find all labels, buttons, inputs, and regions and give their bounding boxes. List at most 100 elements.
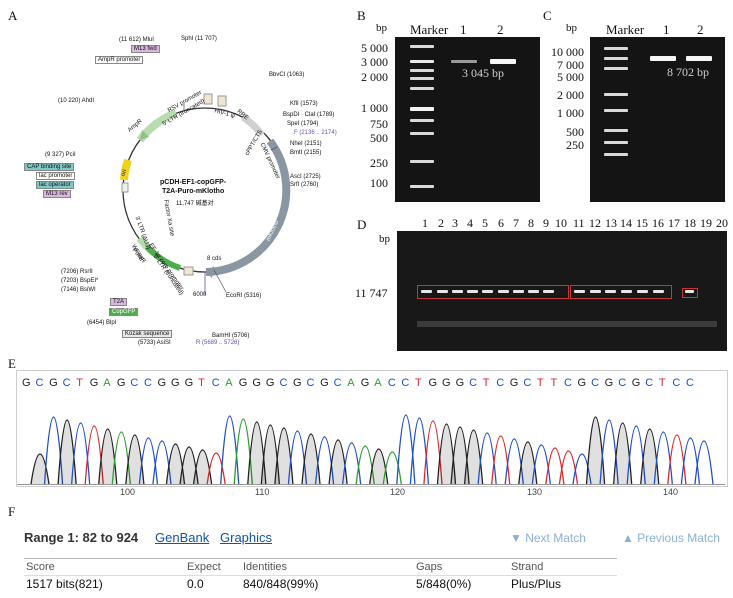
gel-d-size-label: 11 747 [355, 286, 388, 300]
gel-d-lane-number: 16 [652, 216, 664, 230]
tag-lac-promoter: lac promoter [36, 172, 76, 180]
site-rsrii: (7206) RsrII [61, 269, 93, 275]
gel-d-lane-number: 13 [605, 216, 617, 230]
base-call: G [238, 377, 248, 389]
base-call: G [320, 377, 329, 389]
trace-peak [57, 419, 77, 485]
base-call: C [62, 377, 71, 389]
blast-divider [24, 558, 617, 559]
base-call: C [618, 377, 627, 389]
base-call: G [157, 377, 167, 389]
base-call: C [564, 377, 572, 389]
site-bspdi: BspDI · ClaI (1789) [283, 112, 335, 118]
panel-letter-b: B [357, 8, 366, 23]
trace-peak [572, 453, 592, 485]
base-call: C [645, 377, 654, 389]
gel-d-lane-number: 3 [452, 216, 458, 230]
gel-b-ladder-label: 5 000 [361, 41, 388, 55]
feature-cds: 8 cds [207, 256, 222, 262]
gel-c-band-size: 8 702 bp [667, 65, 709, 79]
trace-peak [274, 427, 294, 485]
trace-peak [585, 416, 606, 485]
previous-match-link[interactable]: ▲ Previous Match [622, 531, 720, 545]
site-bmti: BmtI (2155) [290, 150, 322, 156]
value-score: 1517 bits(821) [26, 577, 103, 591]
gel-c-marker-header: Marker [606, 22, 645, 37]
site-kfli: KflI (1573) [290, 101, 318, 107]
base-call: G [89, 377, 99, 389]
gel-c-ladder-label: 250 [566, 138, 584, 152]
base-call: G [49, 377, 58, 389]
gel-b-ladder-label: 2 000 [361, 70, 388, 84]
site-ahdi: (10 220) AhdI [58, 98, 95, 104]
gel-d-lane-number: 2 [438, 216, 444, 230]
gel-c-lane1-header: 1 [663, 22, 670, 37]
gel-d-lane-number: 8 [528, 216, 534, 230]
gel-b-ladder-label: 750 [370, 117, 388, 131]
base-call: G [184, 377, 194, 389]
base-call: C [143, 377, 152, 389]
trace-peak [369, 448, 389, 485]
tag-t2a: T2A [110, 298, 128, 306]
chromatogram-traces [30, 414, 714, 485]
base-call: C [591, 377, 600, 389]
site-nhei: NheI (2151) [290, 141, 322, 147]
gel-c-ladder-label: 500 [566, 125, 584, 139]
base-call: A [103, 377, 111, 389]
site-asisi: (5733) AsiSI [138, 340, 171, 346]
base-call: C [523, 377, 532, 389]
gel-b-ladder-label: 500 [370, 131, 388, 145]
site-bspei: (7203) BspEI* [61, 278, 99, 284]
base-call: C [387, 377, 396, 389]
panel-letter-d: D [357, 217, 367, 232]
trace-peak [463, 429, 484, 485]
panel-letter-e: E [8, 356, 16, 371]
gel-d-lane-number: 20 [716, 216, 728, 230]
axis-tick-label: 130 [527, 487, 543, 497]
value-identities: 840/848(99%) [243, 577, 319, 591]
base-call: C [685, 377, 694, 389]
tag-kozak-sequence: Kozak sequence [122, 330, 173, 338]
tag-m13-rev: M13 rev [43, 190, 71, 198]
base-call: C [469, 377, 478, 389]
value-gaps: 5/848(0%) [416, 577, 472, 591]
base-call: T [658, 377, 666, 389]
axis-tick-label: 120 [390, 487, 406, 497]
base-call: C [35, 377, 44, 389]
tag-copgfp: CopGFP [109, 308, 139, 316]
gel-c-ladder-label: 2 000 [557, 88, 584, 102]
gel-b-ladder-label: 250 [370, 156, 388, 170]
trace-peak [192, 449, 213, 485]
axis-tick-label: 110 [255, 487, 270, 497]
value-strand: Plus/Plus [511, 577, 562, 591]
site-pcii: (9 327) PciI [45, 152, 76, 158]
trace-peak [328, 439, 348, 485]
chromatogram-frame [16, 370, 728, 487]
tag-lac-operator: lac operator [36, 181, 74, 189]
blast-range: Range 1: 82 to 924 [24, 530, 139, 545]
plasmid-title-line1: pCDH-EF1-copGFP- [160, 179, 227, 186]
trace-peak [382, 451, 402, 485]
plasmid-circle-graphic [120, 93, 291, 295]
graphics-link[interactable]: Graphics [220, 530, 273, 545]
site-bbvci: BbvCI (1063) [269, 72, 305, 78]
base-call: T [414, 377, 422, 389]
gel-d-lane-number: 7 [513, 216, 519, 230]
trace-peak [694, 440, 714, 485]
base-call: C [672, 377, 681, 389]
next-match-link[interactable]: ▼ Next Match [510, 531, 586, 545]
base-call: G [171, 377, 180, 389]
gel-b-ladder-label: 1 000 [361, 101, 388, 115]
gel-b-lane2-header: 2 [497, 22, 504, 37]
genbank-link[interactable]: GenBank [155, 530, 210, 545]
trace-peak [558, 450, 579, 485]
axis-tick-label: 140 [663, 487, 679, 497]
plasmid-size: 11,747 碱基对 [176, 201, 214, 207]
gel-b-ladder-label: 3 000 [361, 55, 388, 69]
header-gaps: Gaps [416, 561, 443, 573]
base-call: G [577, 377, 587, 389]
base-call: G [293, 377, 302, 389]
site-spei: SpeI (1794) [287, 121, 319, 127]
header-strand: Strand [511, 561, 544, 573]
base-call: A [347, 377, 355, 389]
